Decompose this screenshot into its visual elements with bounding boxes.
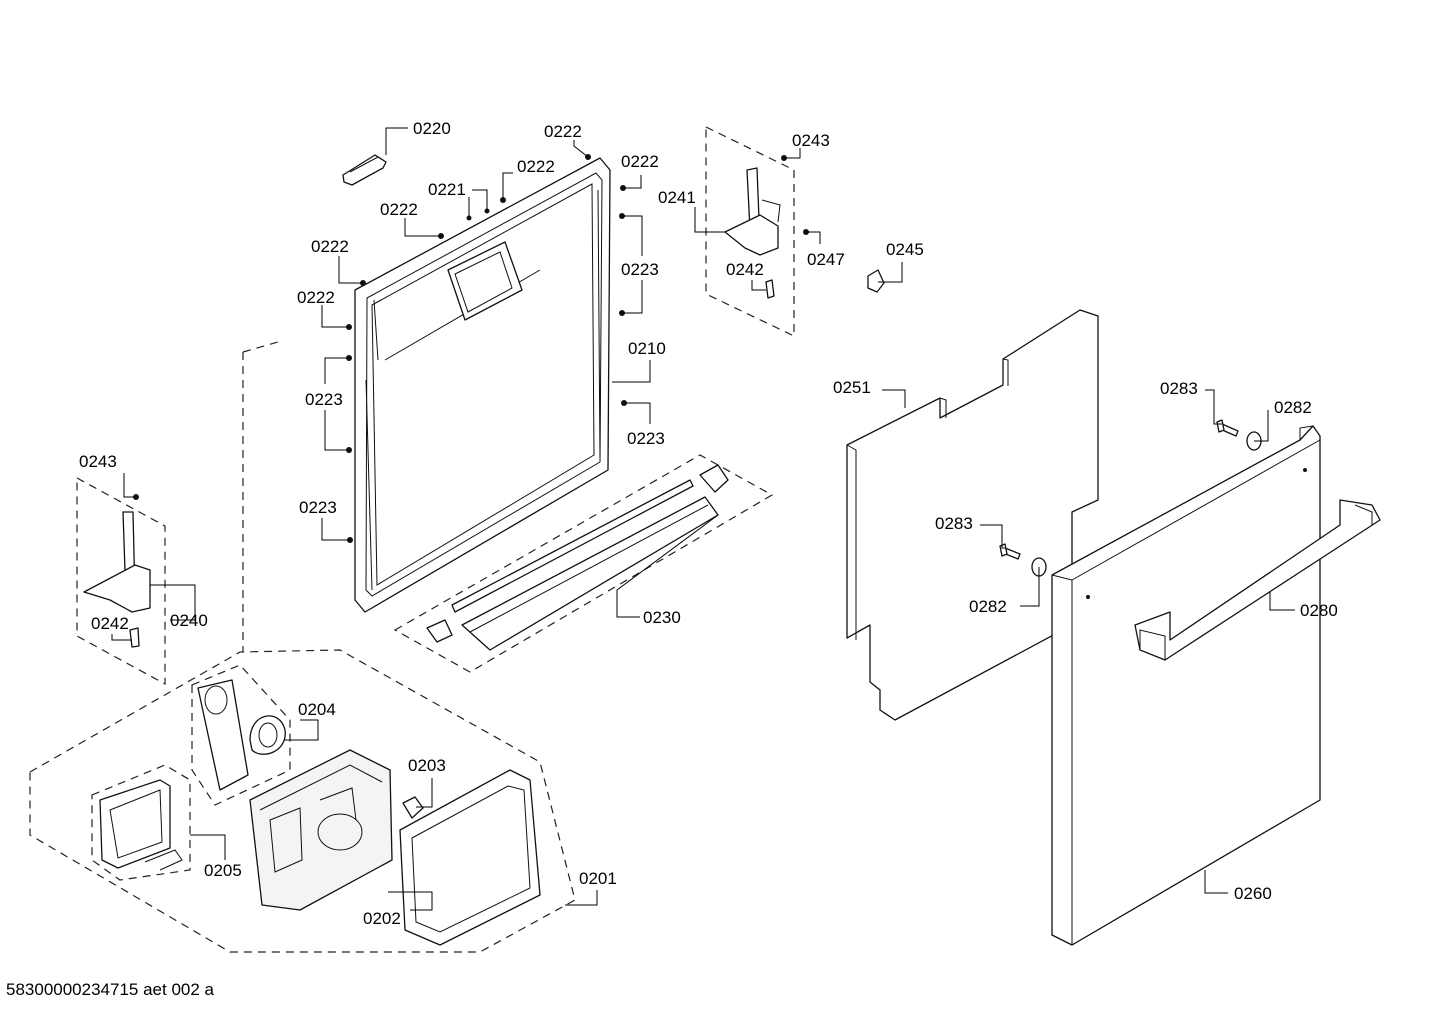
label-0210: 0210: [628, 339, 666, 358]
label-0222-mid: 0222: [517, 157, 555, 176]
panel-0251: [846, 309, 1099, 721]
label-0243-left: 0243: [79, 452, 117, 471]
label-0223-right-top: 0223: [621, 260, 659, 279]
label-0222-right: 0222: [621, 152, 659, 171]
part-labels: 0220 0222 0222 0222 0221 0222 0222 0222 …: [79, 119, 1338, 928]
label-0260: 0260: [1234, 884, 1272, 903]
handle-0280: [1134, 499, 1381, 661]
label-0230: 0230: [643, 608, 681, 627]
label-0203: 0203: [408, 756, 446, 775]
front-panel-0260: [1051, 425, 1321, 946]
bottom-seal-0230: [393, 454, 774, 673]
hinge-group-right-0241: [705, 126, 885, 337]
label-0202: 0202: [363, 909, 401, 928]
label-0242-left: 0242: [91, 614, 129, 633]
label-0245: 0245: [886, 240, 924, 259]
label-0222-left: 0222: [380, 200, 418, 219]
label-0282-top: 0282: [1274, 398, 1312, 417]
label-0283-mid: 0283: [935, 514, 973, 533]
label-0282-mid: 0282: [969, 597, 1007, 616]
label-0240: 0240: [170, 611, 208, 630]
label-0204: 0204: [298, 700, 336, 719]
label-0223-right-bottom: 0223: [627, 429, 665, 448]
dosing-assembly-0201: [29, 341, 576, 953]
label-0220: 0220: [413, 119, 451, 138]
label-0247: 0247: [807, 250, 845, 269]
label-0283-top: 0283: [1160, 379, 1198, 398]
label-0222-upper-left: 0222: [311, 237, 349, 256]
label-0223-left-bottom: 0223: [299, 498, 337, 517]
hinge-group-left-0240: [76, 476, 166, 686]
label-0201: 0201: [579, 869, 617, 888]
label-0222-lower-left: 0222: [297, 288, 335, 307]
label-0280: 0280: [1300, 601, 1338, 620]
label-0205: 0205: [204, 861, 242, 880]
label-0251: 0251: [833, 378, 871, 397]
label-0243-right: 0243: [792, 131, 830, 150]
label-0242-right: 0242: [726, 260, 764, 279]
label-0241: 0241: [658, 188, 696, 207]
label-0223-left-mid: 0223: [305, 390, 343, 409]
label-0222-top: 0222: [544, 122, 582, 141]
label-0221: 0221: [428, 180, 466, 199]
drawing-code: 58300000234715 aet 002 a: [6, 980, 214, 999]
inner-door-frame-0210: [354, 157, 611, 613]
leader-lines: [111, 127, 1295, 911]
clip-part-0220: [342, 154, 387, 186]
